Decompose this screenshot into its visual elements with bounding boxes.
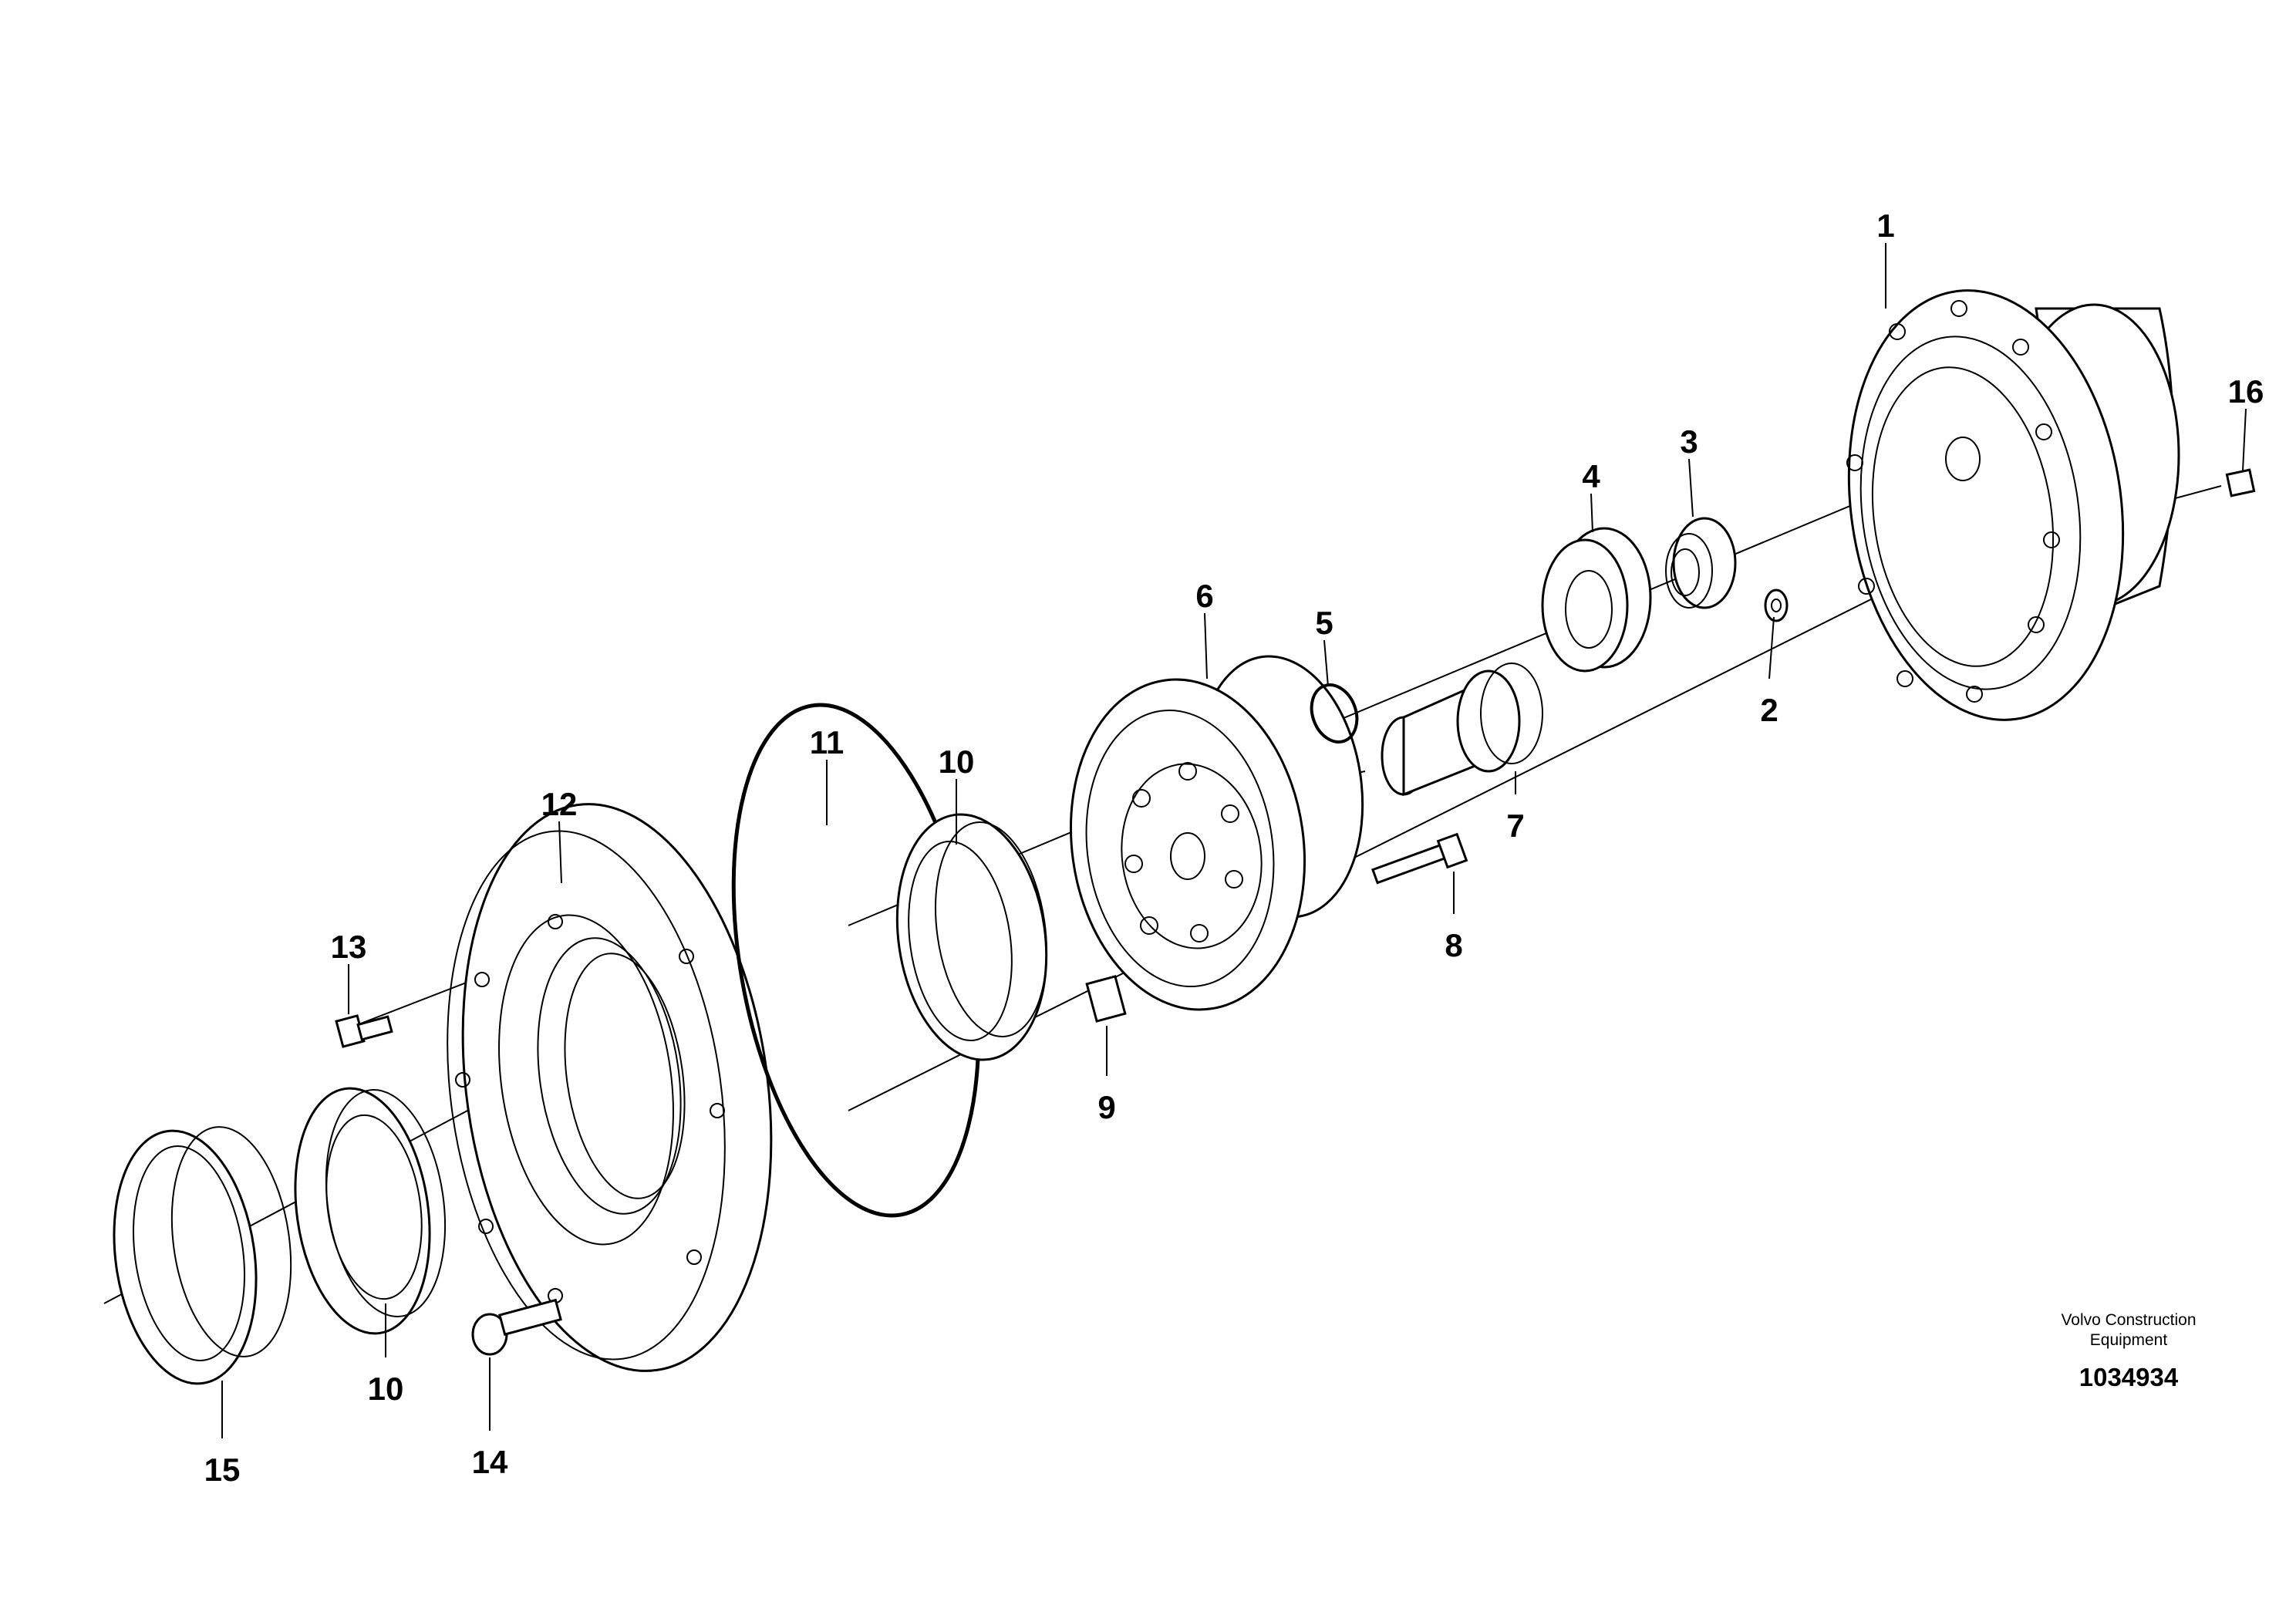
callout-12: 12 bbox=[541, 786, 578, 822]
callout-10-lower: 10 bbox=[368, 1371, 404, 1407]
callout-11: 11 bbox=[810, 724, 844, 760]
part-4-planet-gear bbox=[1541, 527, 1652, 673]
callout-8: 8 bbox=[1445, 927, 1462, 963]
part-13-bolt bbox=[335, 1014, 393, 1048]
brand-block: Volvo Construction Equipment 1034934 bbox=[2061, 1311, 2196, 1391]
drawing-number: 1034934 bbox=[2079, 1363, 2179, 1391]
part-12-hub bbox=[447, 803, 773, 1372]
part-10-bearing-lower bbox=[294, 1087, 447, 1335]
part-3-bushing bbox=[1665, 517, 1737, 609]
callout-10-upper: 10 bbox=[939, 744, 975, 780]
callout-9: 9 bbox=[1097, 1089, 1115, 1125]
callout-4: 4 bbox=[1582, 458, 1600, 494]
callout-1: 1 bbox=[1876, 207, 1894, 244]
callout-3: 3 bbox=[1680, 423, 1698, 460]
callout-15: 15 bbox=[204, 1452, 241, 1488]
callout-14: 14 bbox=[472, 1444, 508, 1480]
part-2-washer bbox=[1764, 588, 1789, 622]
callout-16: 16 bbox=[2228, 373, 2264, 410]
callout-6: 6 bbox=[1195, 578, 1213, 614]
part-6-planet-carrier bbox=[1069, 655, 1364, 1011]
part-14-stud bbox=[471, 1298, 562, 1356]
part-8-bolt bbox=[1371, 832, 1468, 885]
part-5-snap-ring bbox=[1310, 683, 1359, 744]
callout-2: 2 bbox=[1760, 692, 1778, 728]
part-7-sun-gear bbox=[1381, 663, 1543, 797]
part-10-bearing-upper bbox=[895, 813, 1048, 1061]
callout-labels: 1 2 3 4 5 6 7 8 9 10 10 11 12 13 14 15 1… bbox=[204, 207, 2264, 1488]
brand-line-2: Equipment bbox=[2090, 1331, 2168, 1349]
brand-line-1: Volvo Construction bbox=[2061, 1311, 2196, 1329]
callout-13: 13 bbox=[331, 929, 367, 965]
callout-5: 5 bbox=[1315, 605, 1333, 641]
part-9-pin bbox=[1085, 975, 1127, 1023]
part-1-housing bbox=[1846, 289, 2180, 721]
part-15-seal bbox=[113, 1126, 292, 1385]
callout-7: 7 bbox=[1506, 808, 1524, 844]
leader-lines bbox=[221, 243, 2247, 1438]
part-16-plug bbox=[2225, 468, 2256, 497]
